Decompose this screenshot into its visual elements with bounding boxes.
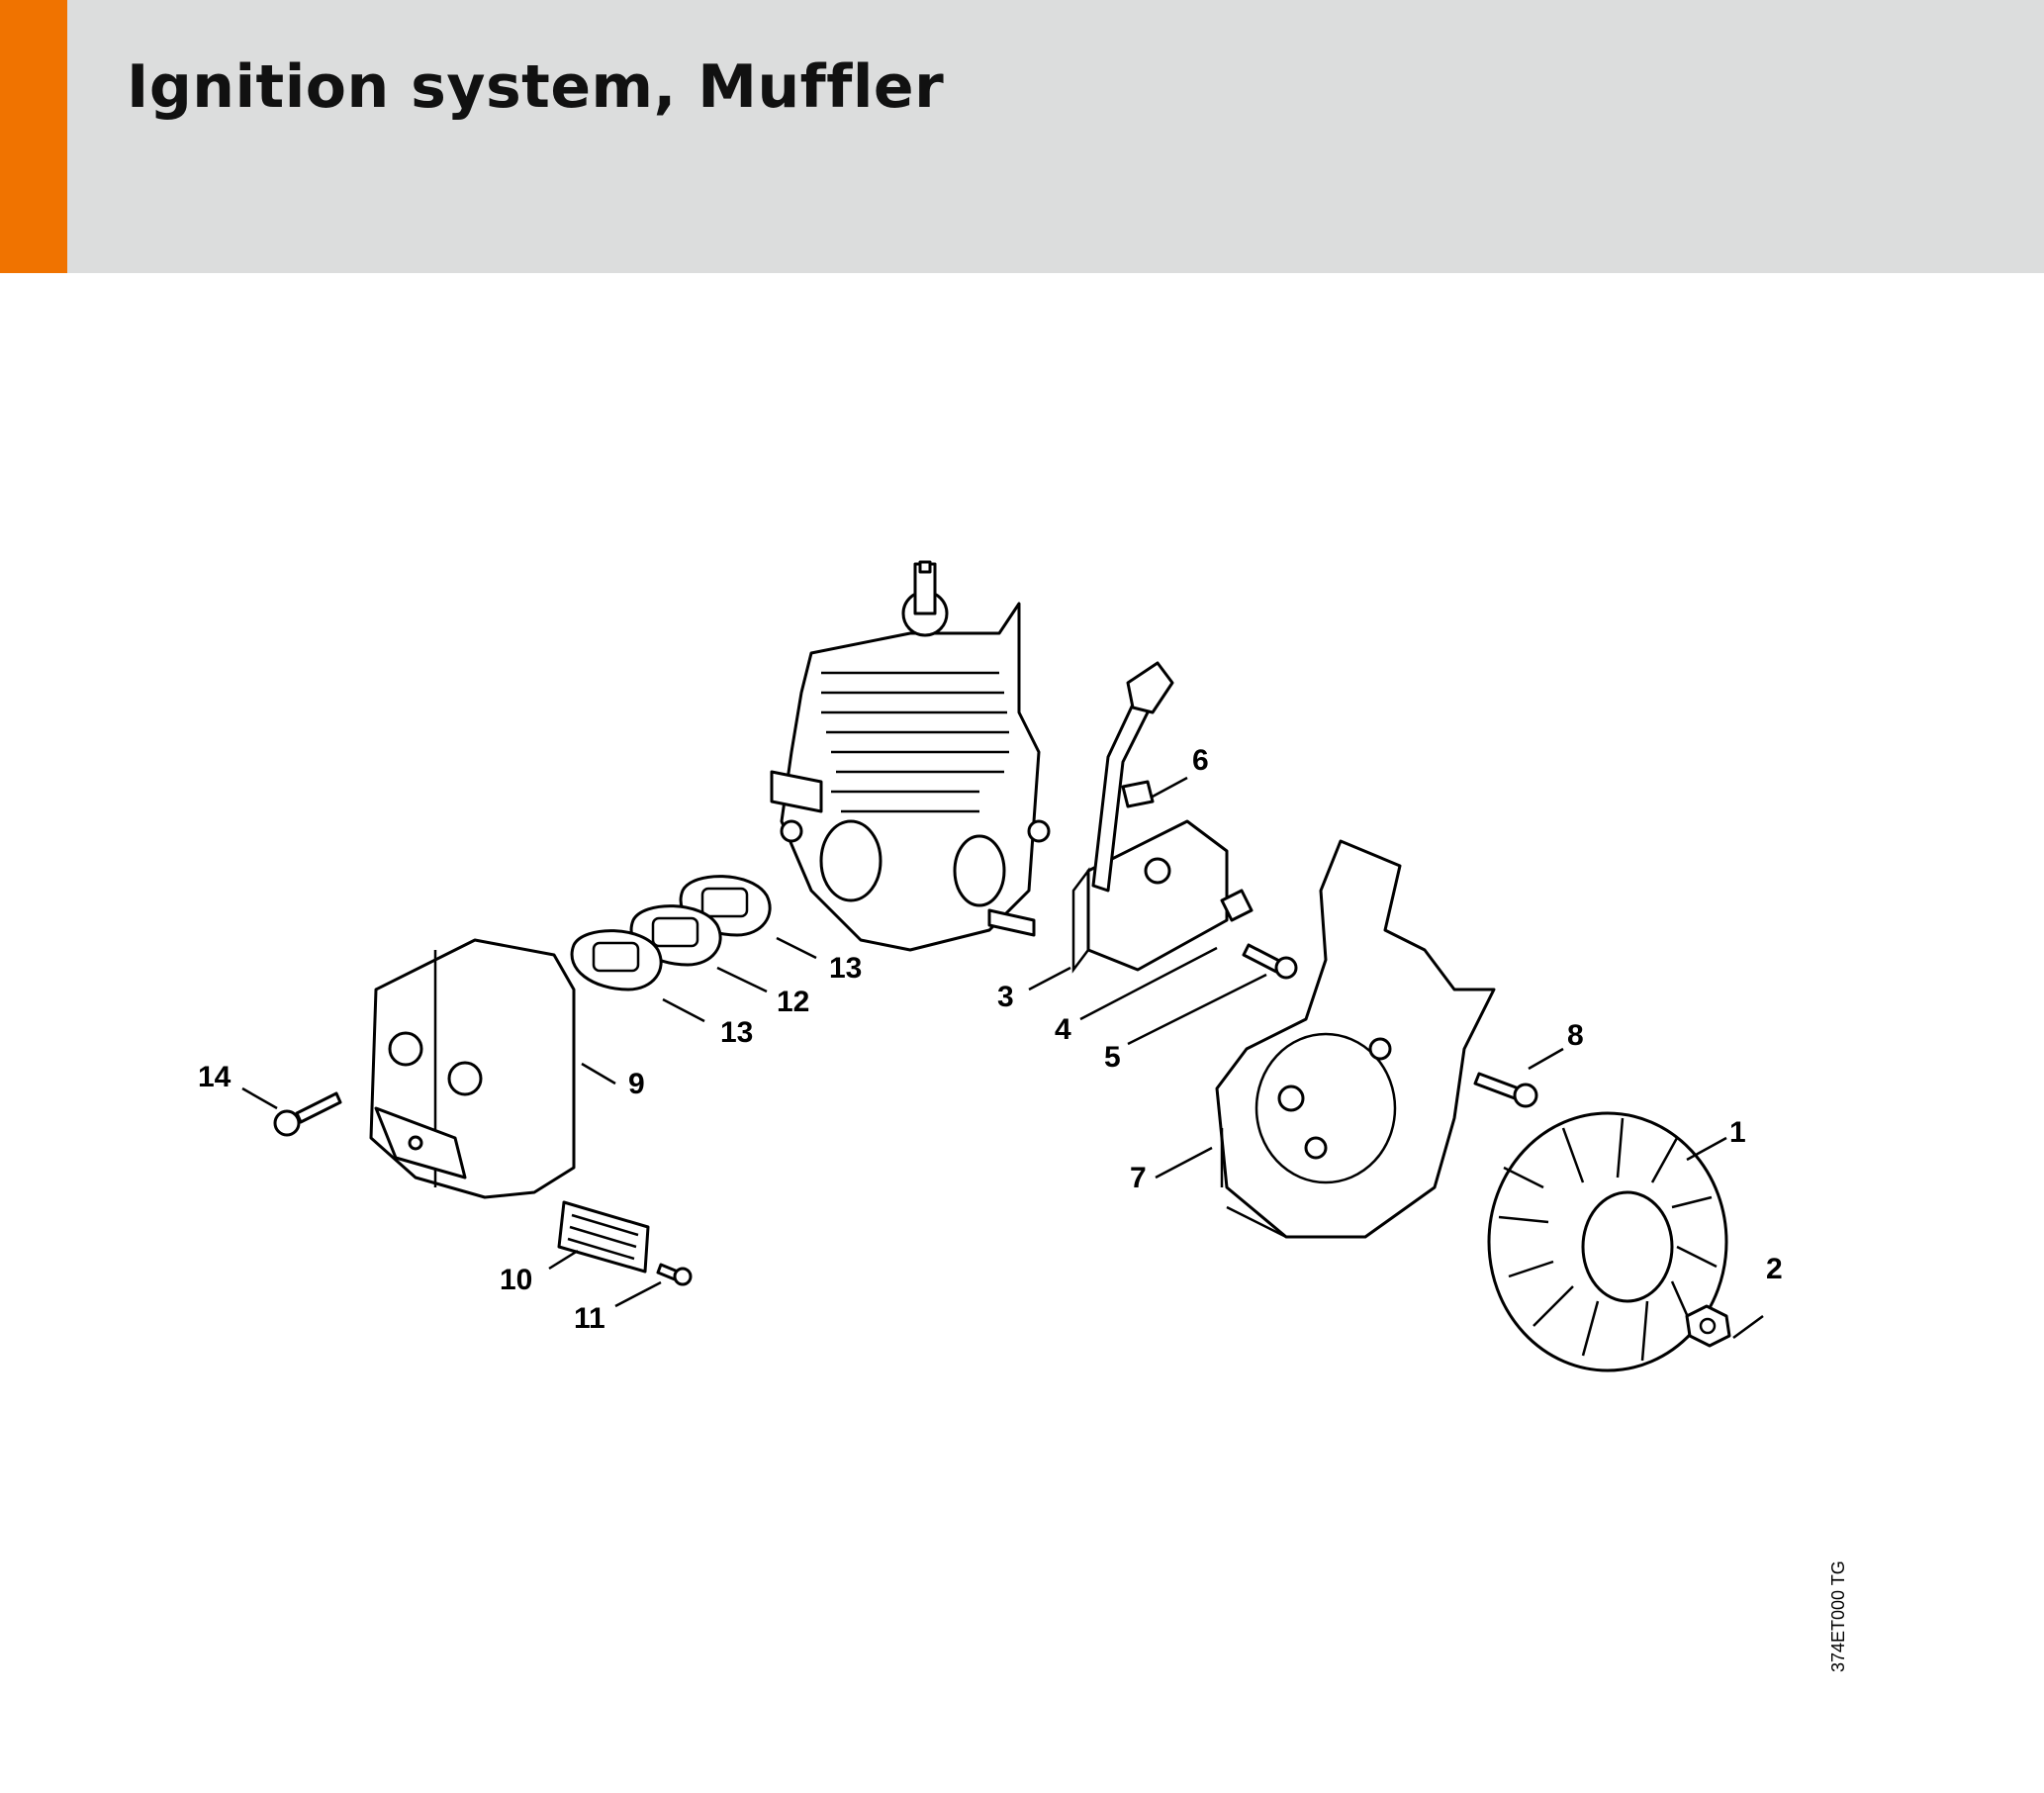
spark-arrest-screen — [557, 1200, 650, 1274]
callout-2: 2 — [1766, 1253, 1783, 1285]
page-header: Ignition system, Muffler — [0, 0, 2044, 273]
callout-leader-lines — [241, 776, 1764, 1340]
callout-13-lower: 13 — [720, 1016, 753, 1049]
muffler-gaskets — [570, 875, 772, 991]
fan-screw — [1473, 1072, 1538, 1108]
fan-housing — [1215, 839, 1496, 1239]
callout-3: 3 — [997, 981, 1014, 1013]
ignition-spacer — [1220, 889, 1254, 922]
wire-clip — [1121, 780, 1155, 808]
callout-13-upper: 13 — [829, 952, 862, 985]
engine-cylinder — [770, 560, 1051, 952]
muffler-screw — [273, 1091, 342, 1137]
callout-7: 7 — [1130, 1162, 1147, 1194]
callout-4: 4 — [1055, 1013, 1071, 1046]
page-title: Ignition system, Muffler — [127, 52, 945, 122]
callout-1: 1 — [1729, 1116, 1746, 1149]
figure-code: 374ET000 TG — [1828, 1560, 1848, 1672]
callout-8: 8 — [1567, 1019, 1584, 1052]
orange-accent-bar — [0, 0, 67, 273]
flywheel-nut — [1685, 1304, 1731, 1348]
ignition-screw — [1242, 943, 1298, 980]
callout-5: 5 — [1104, 1041, 1121, 1074]
callout-14: 14 — [198, 1061, 232, 1093]
callout-6: 6 — [1192, 744, 1209, 777]
callout-12: 12 — [777, 986, 809, 1018]
callout-9: 9 — [628, 1068, 645, 1100]
ignition-module — [1071, 661, 1229, 974]
callout-11: 11 — [574, 1302, 605, 1335]
muffler — [369, 938, 576, 1199]
flywheel — [1487, 1111, 1728, 1372]
callout-numbers: 1 2 3 4 5 6 7 8 9 10 11 12 13 13 14 — [198, 744, 1783, 1335]
callout-10: 10 — [500, 1264, 532, 1296]
screen-screw — [656, 1263, 693, 1286]
